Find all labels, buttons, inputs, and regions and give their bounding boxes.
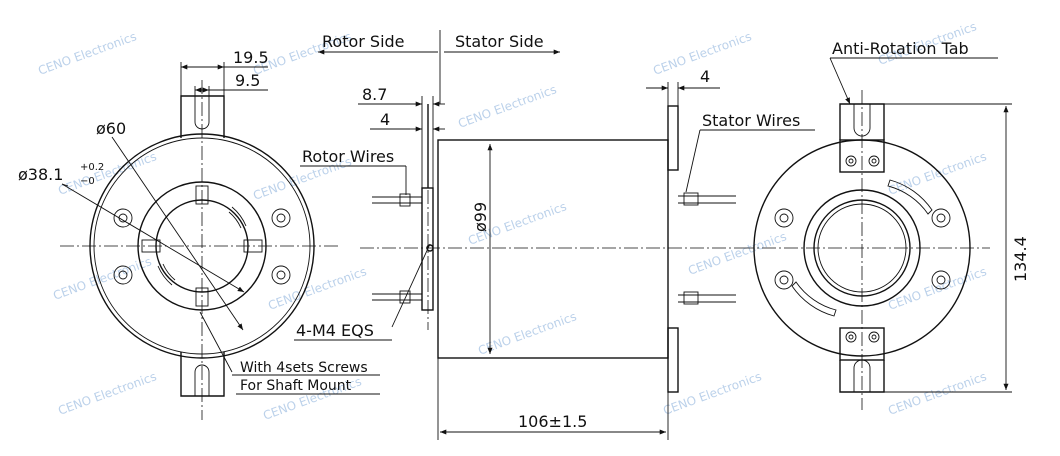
side-view: Rotor Side Stator Side [318, 30, 740, 393]
screws-note: With 4sets Screws For Shaft Mount [232, 360, 380, 395]
dim-dia-60: ø60 [96, 119, 126, 138]
dim-9-5: 9.5 [235, 71, 260, 90]
stator-wires-callout: Stator Wires [685, 111, 815, 193]
watermark-13: CENO Electronics [476, 309, 578, 358]
stator-side-label: Stator Side [455, 32, 544, 51]
watermark-9: CENO Electronics [686, 229, 788, 278]
dim-dia-99-value: ø99 [471, 202, 490, 232]
watermark-15: CENO Electronics [56, 369, 158, 418]
dim-8-7: 8.7 [362, 85, 387, 104]
dim-length-value: 106±1.5 [518, 412, 587, 431]
watermark-17: CENO Electronics [661, 369, 763, 418]
dim-dia-38-value: ø38.1 [18, 165, 63, 184]
watermarks: CENO Electronics CENO Electronics CENO E… [36, 19, 988, 423]
dim-dia-38: ø38.1 +0.2 −0 [18, 162, 104, 187]
rotor-wires-callout: Rotor Wires [300, 147, 407, 195]
watermark-12: CENO Electronics [266, 264, 368, 313]
dim-tab-thickness: 4 [646, 67, 720, 106]
dim-dia-99: ø99 [471, 144, 493, 354]
dim-height: 134.4 [884, 103, 1030, 393]
watermark-1: CENO Electronics [36, 29, 138, 78]
rotor-wires-label: Rotor Wires [302, 147, 394, 166]
dim-length: 106±1.5 [437, 358, 669, 440]
watermark-18: CENO Electronics [886, 369, 988, 418]
dim-19-5: 19.5 [233, 48, 269, 67]
dim-4-tab: 4 [700, 67, 710, 86]
thread-label: 4-M4 EQS [296, 321, 374, 340]
screws-note-line1: With 4sets Screws [240, 360, 368, 376]
dim-tab-widths: 19.5 9.5 [180, 48, 269, 96]
screws-note-line2: For Shaft Mount [240, 378, 352, 394]
watermark-3: CENO Electronics [456, 82, 558, 131]
dim-height-value: 134.4 [1011, 236, 1030, 282]
thread-callout: 4-M4 EQS [294, 321, 392, 341]
anti-rotation-callout: Anti-Rotation Tab [829, 39, 998, 105]
rotor-end-view [60, 80, 340, 420]
stator-end-view [740, 90, 990, 410]
anti-rotation-label: Anti-Rotation Tab [832, 39, 969, 58]
stator-wires-label: Stator Wires [702, 111, 800, 130]
dim-flange: 8.7 4 [358, 85, 445, 188]
watermark-6: CENO Electronics [56, 149, 158, 198]
dim-4-flange: 4 [380, 110, 390, 129]
dim-dia-38-tol-plus: +0.2 [80, 162, 104, 173]
dim-dia-38-tol-minus: −0 [80, 176, 95, 187]
rotor-side-label: Rotor Side [322, 32, 405, 51]
